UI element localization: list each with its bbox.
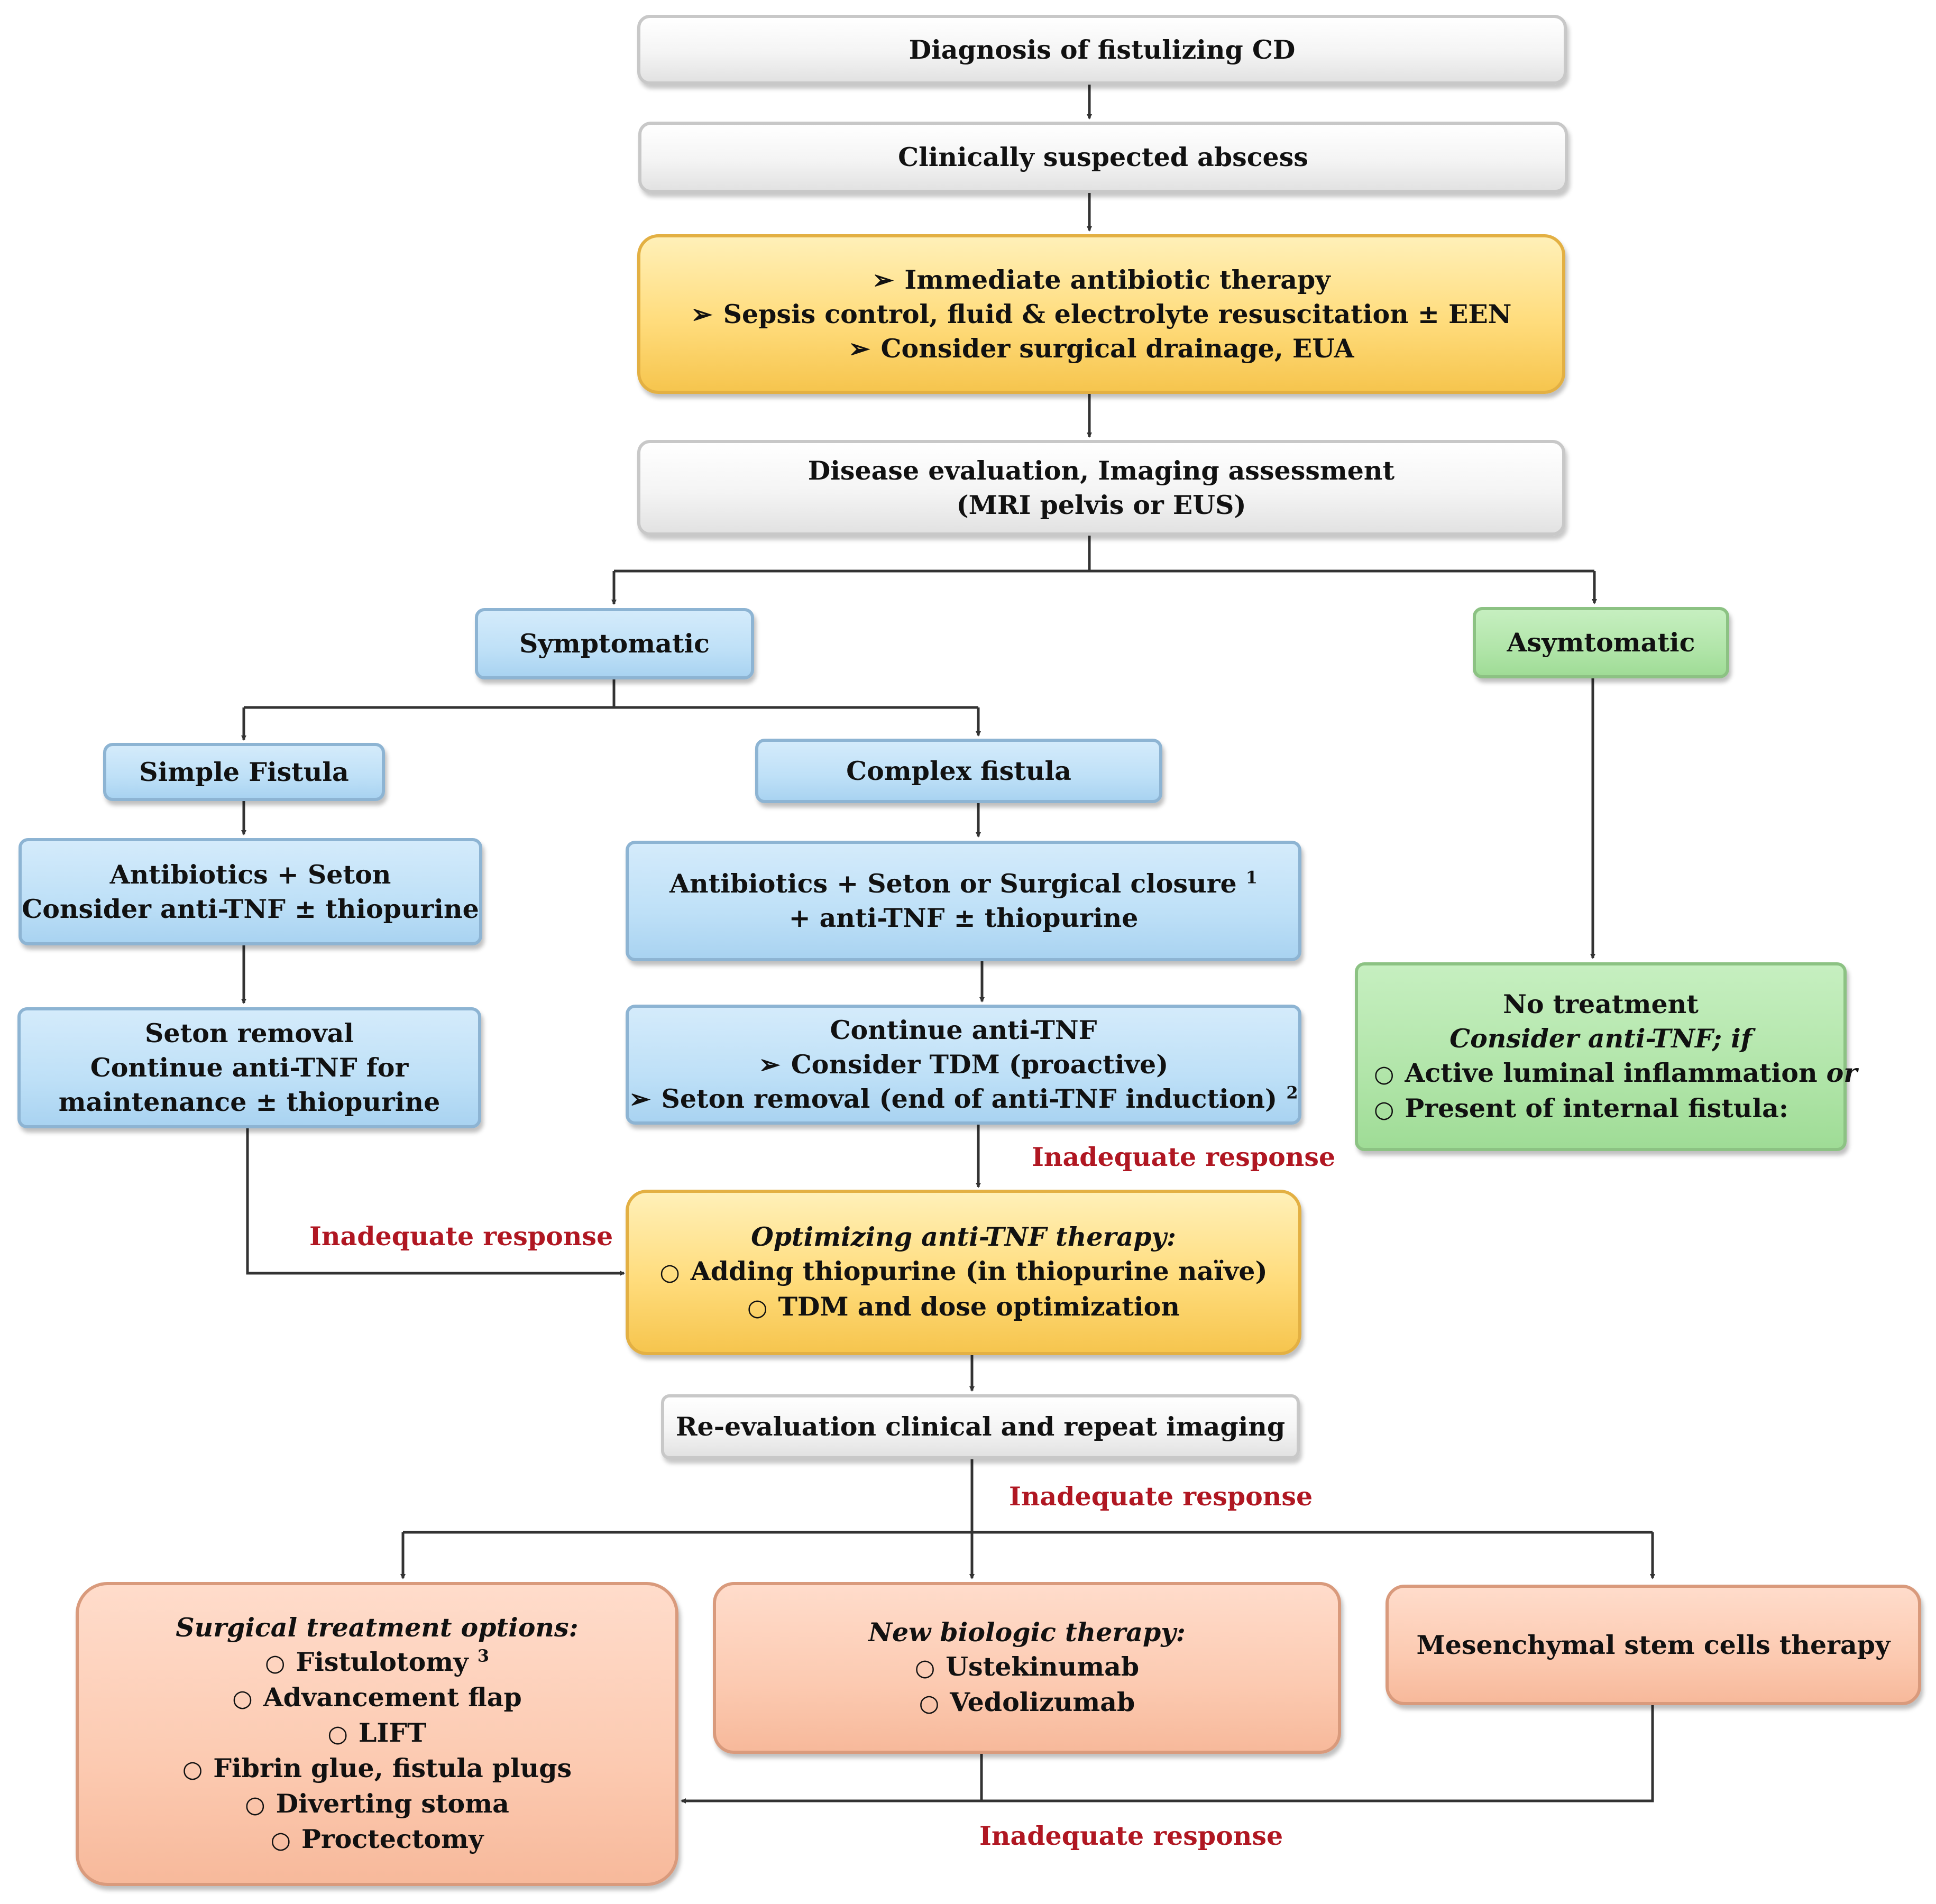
circle-bullet-icon: ○: [919, 1690, 940, 1717]
optimizing-box: Optimizing anti-TNF therapy: ○Adding thi…: [626, 1190, 1301, 1355]
inadequate-response-label-reevaluation: Inadequate response: [1009, 1481, 1313, 1512]
abscess-text: Clinically suspected abscess: [898, 142, 1308, 172]
reevaluation-box: Re-evaluation clinical and repeat imagin…: [661, 1394, 1300, 1459]
circle-bullet-icon: ○: [245, 1791, 265, 1818]
symptomatic-box: Symptomatic: [475, 608, 754, 679]
arrow-stem-cells-to-surgical: [681, 1705, 1654, 1804]
circle-bullet-icon: ○: [232, 1685, 253, 1712]
complex-treatment-line: Antibiotics + Seton or Surgical closure …: [669, 867, 1258, 899]
surgical-item: ○LIFT: [79, 1716, 675, 1751]
evaluation-box: Disease evaluation, Imaging assessment (…: [637, 440, 1565, 536]
diagnosis-box: Diagnosis of fistulizing CD: [637, 15, 1567, 85]
management-item: ➢Immediate antibiotic therapy: [640, 263, 1562, 297]
surgical-item: ○Diverting stoma: [79, 1787, 675, 1822]
initial-management-box: ➢Immediate antibiotic therapy ➢Sepsis co…: [637, 234, 1565, 394]
circle-bullet-icon: ○: [1374, 1096, 1394, 1123]
arrow-bullet-icon: ➢: [691, 298, 713, 329]
simple-treatment-line: Antibiotics + Seton: [109, 859, 391, 890]
asymptomatic-text: Asymtomatic: [1507, 627, 1695, 658]
no-treatment-line: No treatment: [1503, 988, 1699, 1019]
inadequate-response-label-final: Inadequate response: [979, 1820, 1283, 1851]
circle-bullet-icon: ○: [659, 1259, 680, 1286]
simple-fistula-text: Simple Fistula: [139, 756, 349, 787]
circle-bullet-icon: ○: [747, 1294, 768, 1321]
complex-fistula-text: Complex fistula: [846, 755, 1071, 786]
complex-maintenance-line: ➢Consider TDM (proactive): [629, 1047, 1298, 1082]
abscess-box: Clinically suspected abscess: [638, 122, 1568, 193]
inadequate-response-label-complex: Inadequate response: [1032, 1142, 1336, 1172]
surgical-item: ○Proctectomy: [79, 1822, 675, 1857]
surgical-title: Surgical treatment options:: [176, 1612, 579, 1643]
simple-fistula-box: Simple Fistula: [103, 743, 385, 801]
complex-maintenance-line: Continue anti-TNF: [830, 1015, 1097, 1045]
biologic-title: New biologic therapy:: [868, 1617, 1186, 1648]
complex-treatment-line: + anti-TNF ± thiopurine: [788, 903, 1139, 933]
surgical-item: ○Fibrin glue, fistula plugs: [79, 1751, 675, 1787]
circle-bullet-icon: ○: [270, 1827, 291, 1854]
circle-bullet-icon: ○: [1374, 1060, 1394, 1088]
simple-treatment-box: Antibiotics + Seton Consider anti-TNF ± …: [19, 838, 482, 945]
circle-bullet-icon: ○: [265, 1650, 286, 1677]
surgical-item: ○Fistulotomy 3: [79, 1645, 675, 1680]
arrow-bullet-icon: ➢: [758, 1049, 781, 1080]
management-item: ➢Sepsis control, fluid & electrolyte res…: [640, 297, 1562, 332]
simple-maintenance-line: Seton removal: [145, 1018, 354, 1048]
arrow-bullet-icon: ➢: [848, 333, 870, 364]
inadequate-response-label-simple: Inadequate response: [309, 1221, 613, 1252]
no-treatment-item: ○Active luminal inflammation or: [1358, 1056, 1857, 1091]
no-treatment-item: ○Present of internal fistula:: [1358, 1091, 1843, 1127]
footnote-3: 3: [477, 1645, 489, 1666]
simple-maintenance-line: maintenance ± thiopurine: [58, 1087, 441, 1117]
surgical-item: ○Advancement flap: [79, 1680, 675, 1716]
evaluation-line: (MRI pelvis or EUS): [956, 489, 1246, 520]
biologic-item: ○Vedolizumab: [716, 1685, 1338, 1721]
stem-cells-box: Mesenchymal stem cells therapy: [1386, 1585, 1921, 1705]
circle-bullet-icon: ○: [914, 1654, 935, 1681]
evaluation-line: Disease evaluation, Imaging assessment: [808, 455, 1395, 486]
arrow-bullet-icon: ➢: [872, 264, 894, 295]
asymptomatic-box: Asymtomatic: [1473, 607, 1729, 678]
no-treatment-box: No treatment Consider anti-TNF; if ○Acti…: [1355, 962, 1857, 1151]
footnote-1: 1: [1245, 867, 1258, 888]
circle-bullet-icon: ○: [327, 1721, 348, 1747]
complex-treatment-box: Antibiotics + Seton or Surgical closure …: [626, 841, 1301, 961]
stem-cells-text: Mesenchymal stem cells therapy: [1416, 1629, 1891, 1660]
management-item: ➢Consider surgical drainage, EUA: [640, 332, 1562, 366]
simple-maintenance-box: Seton removal Continue anti-TNF for main…: [17, 1007, 481, 1128]
biologic-therapy-box: New biologic therapy: ○Ustekinumab ○Vedo…: [713, 1582, 1341, 1754]
optimizing-title: Optimizing anti-TNF therapy:: [751, 1221, 1176, 1252]
optimizing-item: ○TDM and dose optimization: [629, 1290, 1298, 1325]
complex-maintenance-box: Continue anti-TNF ➢Consider TDM (proacti…: [626, 1005, 1301, 1125]
no-treatment-line: Consider anti-TNF; if: [1449, 1023, 1752, 1054]
optimizing-item: ○Adding thiopurine (in thiopurine naïve): [629, 1254, 1298, 1290]
symptomatic-text: Symptomatic: [519, 628, 710, 659]
reevaluation-text: Re-evaluation clinical and repeat imagin…: [675, 1411, 1286, 1442]
arrow-bullet-icon: ➢: [629, 1083, 651, 1114]
complex-maintenance-line: ➢Seton removal (end of anti-TNF inductio…: [629, 1082, 1298, 1116]
simple-treatment-line: Consider anti-TNF ± thiopurine: [22, 893, 479, 924]
simple-maintenance-line: Continue anti-TNF for: [90, 1052, 409, 1083]
arrow-simple-maintenance-to-optimizing: [246, 1128, 625, 1276]
complex-fistula-box: Complex fistula: [755, 739, 1162, 803]
circle-bullet-icon: ○: [182, 1756, 203, 1783]
diagnosis-text: Diagnosis of fistulizing CD: [909, 34, 1296, 65]
footnote-2: 2: [1286, 1082, 1298, 1103]
biologic-item: ○Ustekinumab: [716, 1650, 1338, 1685]
surgical-options-box: Surgical treatment options: ○Fistulotomy…: [76, 1582, 678, 1886]
